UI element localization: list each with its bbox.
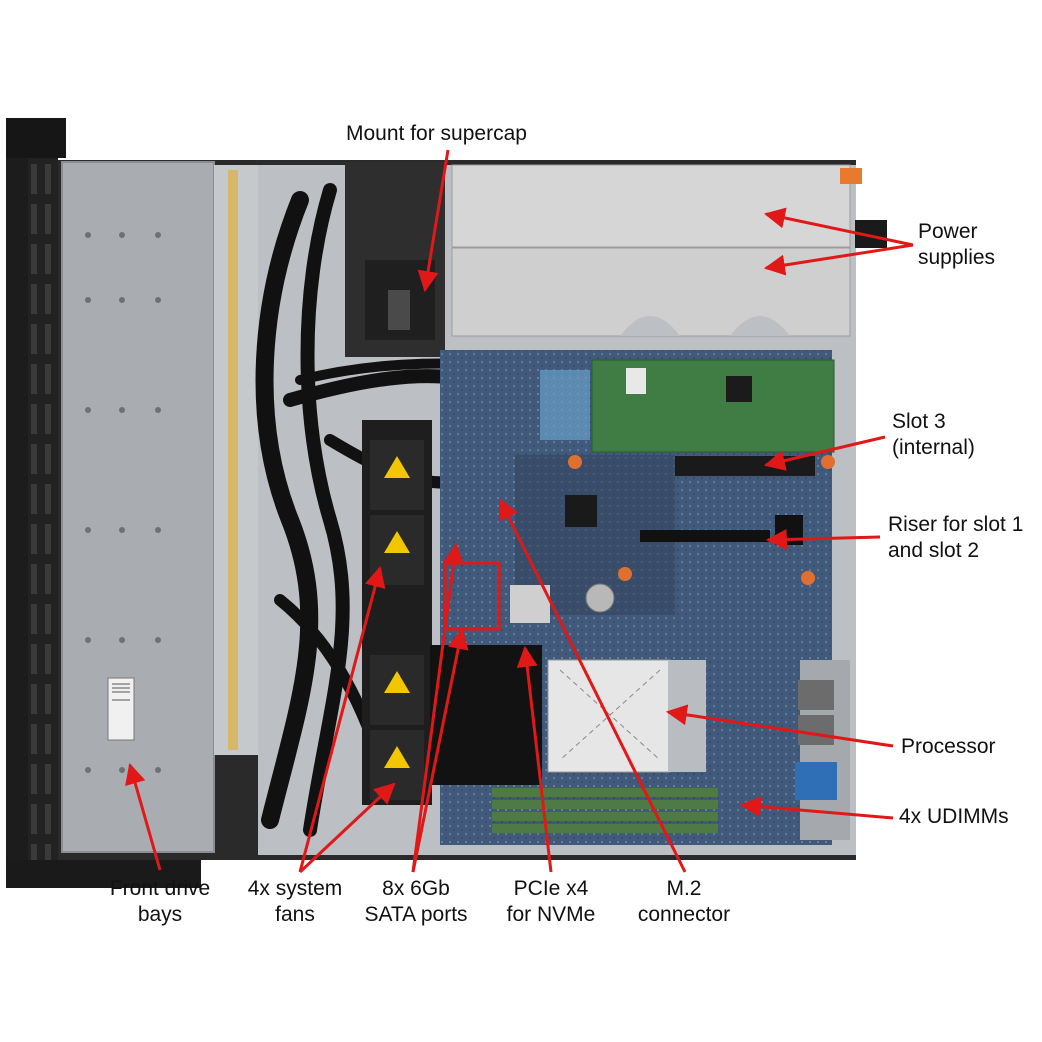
fan-3 <box>370 655 424 725</box>
standoff <box>821 455 835 469</box>
sas-cables <box>540 370 590 440</box>
callout-arrow-icon <box>516 645 553 873</box>
drive-bay-cover <box>61 161 215 853</box>
cmos-battery <box>585 583 615 613</box>
nvme-air-duct <box>430 645 542 785</box>
warning-triangle-icon <box>384 531 410 553</box>
label-slot3: Slot 3(internal) <box>892 410 975 459</box>
callout-arrow-icon <box>125 762 162 871</box>
pcie-card-slot3 <box>540 359 835 476</box>
callout-arrow-icon <box>498 498 687 873</box>
callout-arrow-icon <box>417 149 450 293</box>
callout-arrow-icon <box>411 627 469 873</box>
callout-arrow-icon <box>298 782 396 874</box>
udimm-modules <box>492 788 718 833</box>
callout-arrow-icon <box>665 704 894 748</box>
service-label-barcode <box>112 683 130 701</box>
pch-heatsink <box>510 585 550 623</box>
chipset <box>565 495 597 527</box>
fan-1 <box>370 440 424 510</box>
callout-arrow-icon <box>765 528 881 550</box>
heatsink-sequence-line <box>559 669 661 761</box>
callout-arrows <box>125 149 914 874</box>
backplane-connector <box>228 170 238 750</box>
callout-arrow-icon <box>763 435 886 471</box>
standoff <box>618 567 632 581</box>
udimm-4 <box>492 824 718 833</box>
card-label <box>626 368 646 394</box>
front-bezel-bottom <box>6 860 201 888</box>
psu-1 <box>451 164 851 248</box>
udimm-1 <box>492 788 718 797</box>
warning-triangle-icon <box>384 456 410 478</box>
front-drive-bays <box>61 161 258 853</box>
sata-ports-highlight <box>443 561 501 631</box>
fan-4 <box>370 730 424 800</box>
supercap-mount <box>345 162 445 357</box>
front-bezel-top <box>6 118 66 158</box>
standoff <box>568 455 582 469</box>
callout-arrow-icon <box>739 796 894 820</box>
system-fans <box>362 420 432 805</box>
label-udimms: 4x UDIMMs <box>899 805 1009 828</box>
warning-triangle-icon <box>384 746 410 768</box>
drive-bay-holes <box>85 232 161 773</box>
callout-arrow-icon <box>298 565 386 873</box>
standoff <box>801 571 815 585</box>
label-supercap: Mount for supercap <box>346 122 527 145</box>
vga-port <box>795 762 837 800</box>
front-vents <box>28 150 58 862</box>
rear-port <box>798 680 834 710</box>
psu-release-tab-1 <box>840 168 862 184</box>
label-processor: Processor <box>901 735 996 758</box>
card-controller <box>726 376 752 402</box>
warning-triangle-icon <box>384 671 410 693</box>
supercap-clip <box>388 290 410 330</box>
power-supplies <box>451 164 887 337</box>
udimm-2 <box>492 800 718 809</box>
rear-port <box>798 715 834 745</box>
callout-arrow-icon <box>763 243 914 276</box>
callout-arrow-icon <box>763 207 914 247</box>
callout-arrow-icon <box>411 542 464 873</box>
service-label <box>107 677 135 741</box>
riser-slot <box>640 530 770 542</box>
psu-cutouts <box>620 316 790 336</box>
udimm-3 <box>492 812 718 821</box>
